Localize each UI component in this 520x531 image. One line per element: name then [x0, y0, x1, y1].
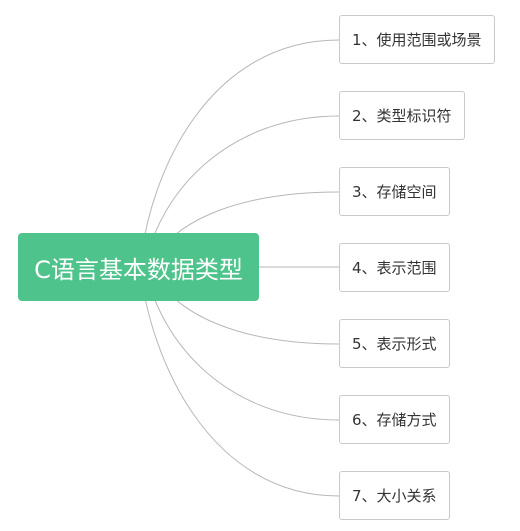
topic-label: 3、存储空间 — [352, 183, 437, 201]
topic-usage-scope[interactable]: 1、使用范围或场景 — [339, 15, 495, 64]
topic-label: 7、大小关系 — [352, 487, 437, 505]
topic-label: 1、使用范围或场景 — [352, 31, 482, 49]
root-topic-label: C语言基本数据类型 — [34, 255, 243, 284]
topic-label: 4、表示范围 — [352, 259, 437, 277]
topic-label: 5、表示形式 — [352, 335, 437, 353]
topic-storage-space[interactable]: 3、存储空间 — [339, 167, 450, 216]
topic-value-range[interactable]: 4、表示范围 — [339, 243, 450, 292]
topic-size-relation[interactable]: 7、大小关系 — [339, 471, 450, 520]
topic-type-identifier[interactable]: 2、类型标识符 — [339, 91, 465, 140]
topic-label: 6、存储方式 — [352, 411, 437, 429]
topic-representation-form[interactable]: 5、表示形式 — [339, 319, 450, 368]
root-topic[interactable]: C语言基本数据类型 — [18, 233, 259, 301]
topic-label: 2、类型标识符 — [352, 107, 452, 125]
topic-storage-method[interactable]: 6、存储方式 — [339, 395, 450, 444]
